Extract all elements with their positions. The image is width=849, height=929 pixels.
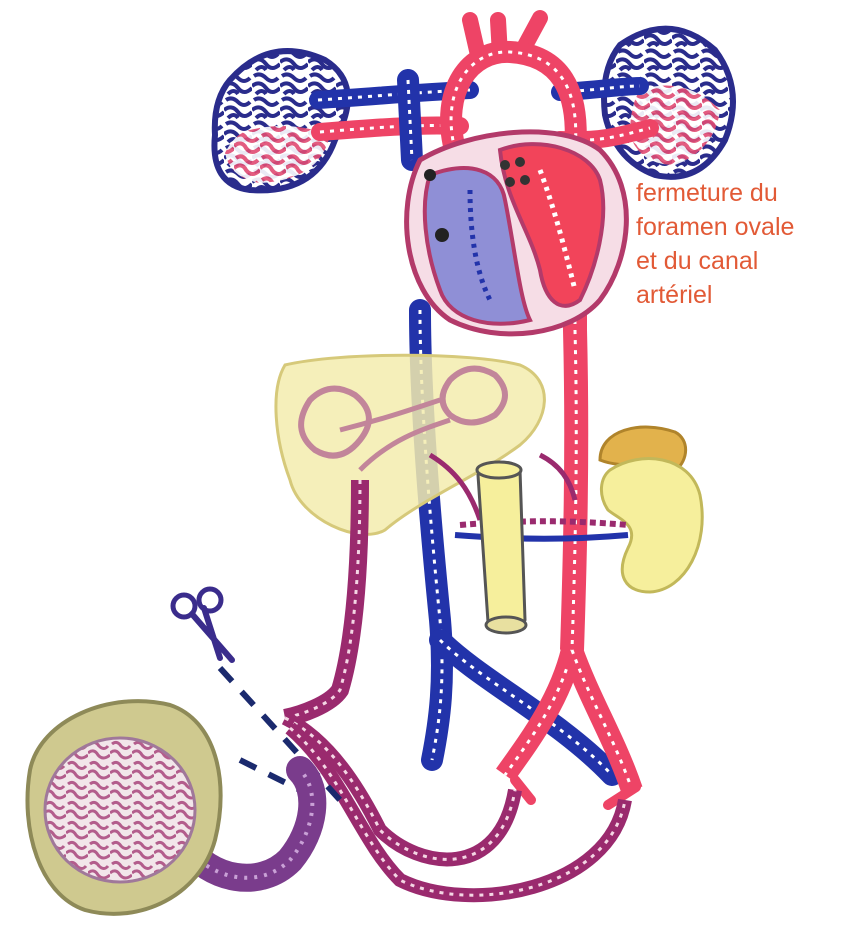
annotation-line-1: fermeture du (636, 176, 846, 210)
left-lung (214, 51, 347, 190)
annotation-line-4: artériel (636, 278, 846, 312)
annotation-line-3: et du canal (636, 244, 846, 278)
pulmonary-vessels (318, 86, 650, 140)
scissors-icon (173, 589, 232, 660)
closure-annotation: fermeture du foramen ovale et du canal a… (636, 176, 846, 312)
heart (407, 132, 627, 334)
annotation-line-2: foramen ovale (636, 210, 846, 244)
placenta (27, 701, 220, 914)
kidney (601, 459, 702, 592)
intestine-segment (477, 462, 526, 633)
right-lung (604, 29, 733, 177)
